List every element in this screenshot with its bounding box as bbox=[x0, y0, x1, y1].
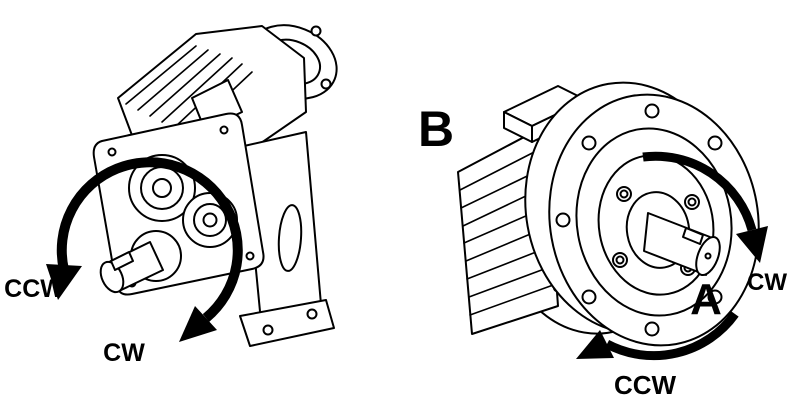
cover-bolt bbox=[107, 147, 117, 157]
hub-bolt-head bbox=[619, 189, 629, 199]
flange-bolt-hole bbox=[644, 103, 660, 119]
right-flange-bolt-holes bbox=[555, 103, 723, 337]
label-right-cw: CW bbox=[747, 269, 787, 296]
left-column-slot bbox=[277, 204, 303, 272]
rotation-arc-ccw bbox=[604, 311, 739, 361]
flange-bolt-hole bbox=[581, 135, 597, 151]
flange-bolt-hole bbox=[707, 135, 723, 151]
cw-arrowhead bbox=[736, 226, 768, 263]
flange-bolt-hole bbox=[707, 289, 723, 305]
ccw-arrowhead bbox=[46, 264, 82, 300]
flange-bolt-hole bbox=[555, 212, 571, 228]
right-shaft-center-hole bbox=[704, 252, 712, 260]
hub-bolt-head bbox=[615, 255, 625, 265]
left-shaft-keyway bbox=[110, 251, 134, 271]
flange-bolt-hole bbox=[644, 321, 660, 337]
boss-ring bbox=[152, 178, 172, 198]
flange-bolt-hole bbox=[581, 289, 597, 305]
foot-bolt-hole bbox=[262, 324, 274, 336]
right-cooling-fins bbox=[459, 145, 557, 316]
cw-arrowhead bbox=[179, 306, 217, 342]
right-rotation-arrow bbox=[576, 151, 768, 361]
hub-bolt-head bbox=[687, 197, 697, 207]
rotation-arc-cw bbox=[642, 151, 757, 232]
bolt-hole bbox=[320, 78, 332, 90]
label-left-cw: CW bbox=[103, 339, 145, 367]
label-left-ccw: CCW bbox=[4, 275, 64, 303]
bolt-hole bbox=[310, 25, 322, 37]
label-right-a: A bbox=[690, 275, 722, 324]
cover-bolt bbox=[245, 251, 255, 261]
right-hub-bolts bbox=[612, 186, 700, 276]
left-cover-bolts bbox=[107, 125, 255, 288]
label-right-ccw: CCW bbox=[614, 370, 677, 400]
left-rotation-arrow bbox=[46, 157, 243, 342]
left-cooling-fins bbox=[125, 45, 253, 135]
foot-bolt-hole bbox=[306, 308, 318, 320]
left-foot-flange bbox=[239, 299, 335, 347]
label-right-b: B bbox=[418, 101, 454, 157]
right-shaft-keyway bbox=[682, 227, 704, 245]
rotation-arc bbox=[56, 157, 243, 322]
ccw-arrowhead bbox=[576, 330, 614, 359]
cover-bolt bbox=[219, 125, 229, 135]
boss-ring bbox=[202, 212, 218, 228]
